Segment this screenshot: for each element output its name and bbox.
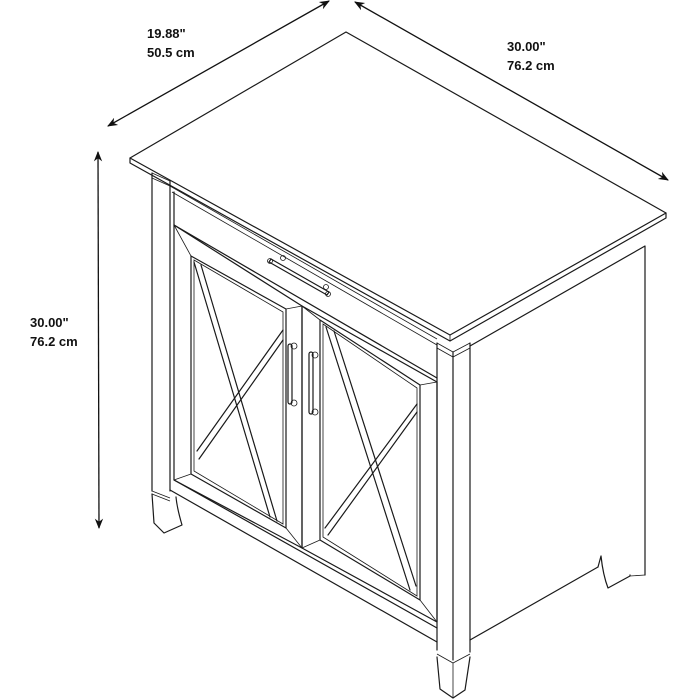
width-cm: 76.2 cm [507, 58, 555, 73]
drawer-handle [267, 255, 331, 297]
height-cm: 76.2 cm [30, 334, 78, 349]
width-label: 30.00" 76.2 cm [507, 37, 555, 75]
depth-cm: 50.5 cm [147, 45, 195, 60]
height-inches: 30.00" [30, 315, 69, 330]
drawer-front [169, 185, 438, 379]
depth-dimension-line [107, 0, 330, 127]
width-dimension-line [354, 1, 669, 181]
bottom-rail [169, 479, 438, 643]
width-inches: 30.00" [507, 39, 546, 54]
cabinet-side-panel [469, 245, 646, 641]
left-post [151, 172, 183, 534]
depth-inches: 19.88" [147, 26, 186, 41]
left-door [173, 224, 303, 549]
right-post [436, 342, 471, 699]
height-label: 30.00" 76.2 cm [30, 313, 78, 351]
depth-label: 19.88" 50.5 cm [147, 24, 195, 62]
height-dimension-line [93, 150, 104, 530]
right-door [301, 305, 438, 623]
cabinet-top [129, 31, 667, 342]
